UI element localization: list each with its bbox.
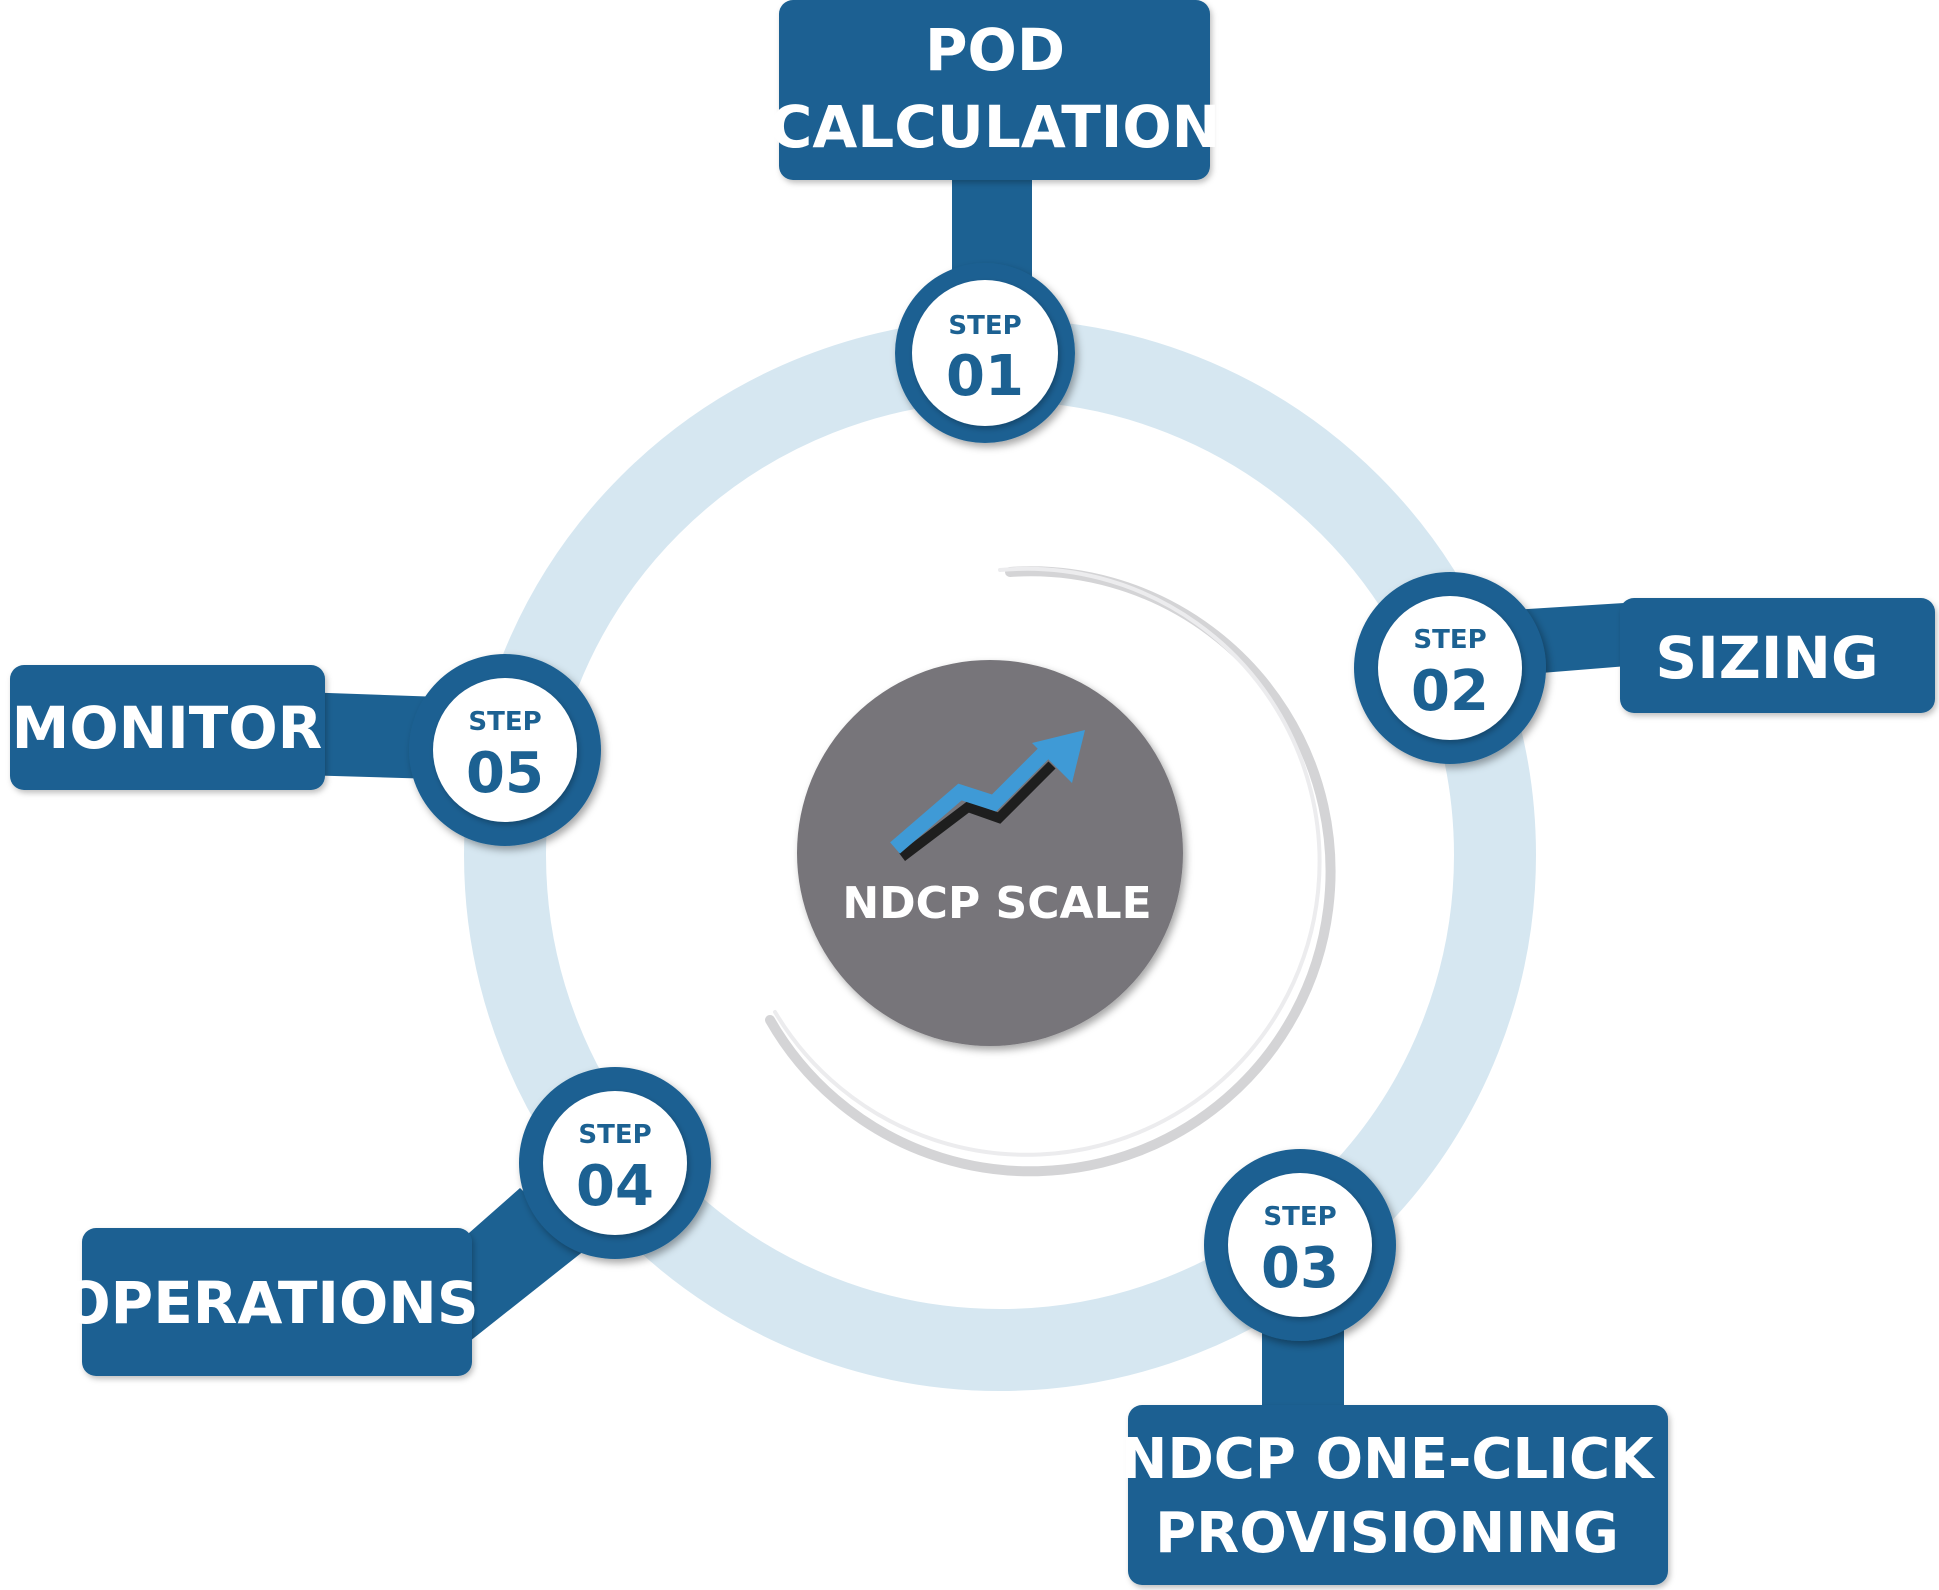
step-02: SIZING STEP 02 <box>1354 572 1935 764</box>
step-02-number: 02 <box>1411 659 1489 724</box>
step-03-word: STEP <box>1263 1202 1336 1232</box>
step-01-number: 01 <box>946 344 1024 409</box>
step-04: OPERATIONS STEP 04 <box>61 1067 711 1376</box>
step-04-number: 04 <box>576 1154 654 1219</box>
step-01-label-box <box>779 0 1210 180</box>
step-01-label-line-1: POD <box>925 16 1065 84</box>
step-02-word: STEP <box>1413 625 1486 655</box>
step-02-label-line-1: SIZING <box>1655 624 1878 692</box>
step-05-badge <box>433 678 577 822</box>
step-04-label-line-1: OPERATIONS <box>61 1269 478 1337</box>
center-label: NDCP SCALE <box>842 878 1151 929</box>
step-04-badge <box>543 1091 687 1235</box>
center-circle <box>797 660 1183 1046</box>
step-01-label-line-2: CALCULATION <box>770 93 1220 161</box>
step-03: NDCP ONE-CLICK PROVISIONING STEP 03 <box>1120 1149 1668 1585</box>
step-05-label-line-1: MONITOR <box>12 694 323 762</box>
step-05-number: 05 <box>466 741 544 806</box>
step-02-label-box <box>1620 598 1935 713</box>
step-03-label-line-1: NDCP ONE-CLICK <box>1120 1427 1656 1492</box>
step-04-word: STEP <box>578 1120 651 1150</box>
step-05-label-box <box>10 665 325 790</box>
step-05-word: STEP <box>468 707 541 737</box>
step-01: POD CALCULATION STEP 01 <box>770 0 1220 443</box>
step-03-label-box <box>1128 1405 1668 1585</box>
step-03-badge <box>1228 1173 1372 1317</box>
step-01-word: STEP <box>948 311 1021 341</box>
step-05: MONITOR STEP 05 <box>10 654 601 846</box>
decorative-arc-highlight <box>773 566 1322 1157</box>
step-04-label-box <box>82 1228 472 1376</box>
step-02-badge <box>1378 596 1522 740</box>
trend-arrow-icon <box>890 730 1085 861</box>
step-01-badge <box>912 280 1058 426</box>
step-03-label-line-2: PROVISIONING <box>1155 1501 1619 1566</box>
step-03-number: 03 <box>1261 1236 1339 1301</box>
